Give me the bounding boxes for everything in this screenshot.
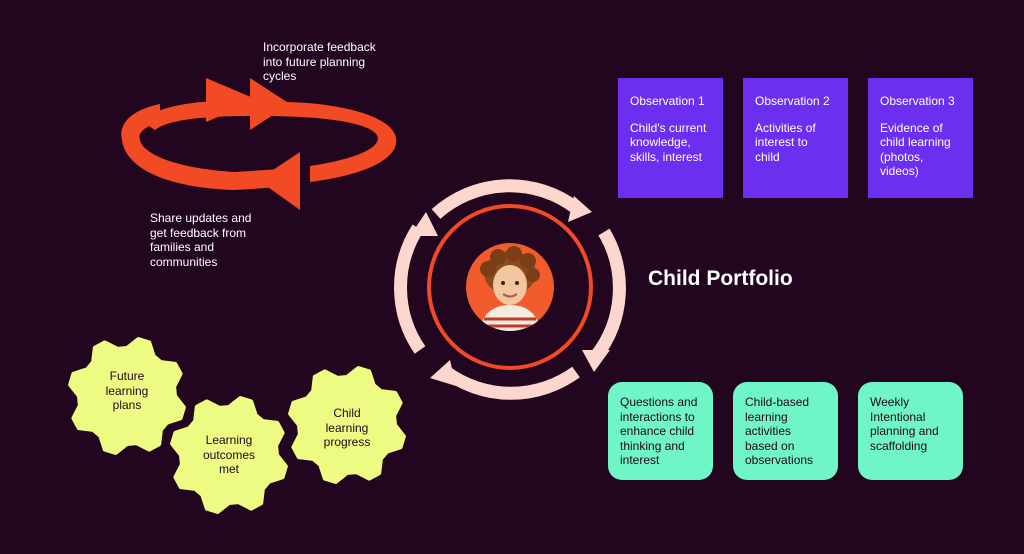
incorporate-feedback-note: Incorporate feedback into future plannin… bbox=[263, 40, 376, 83]
portfolio-cycle-ring-icon bbox=[394, 179, 626, 400]
gear-label-outcomes: Learning outcomes met bbox=[202, 433, 256, 476]
planning-card-activities: Child-based learning activities based on… bbox=[733, 382, 838, 480]
inner-orange-ring bbox=[427, 204, 593, 370]
gear-progress-icon bbox=[288, 366, 406, 484]
gear-label-progress: Child learning progress bbox=[323, 406, 371, 449]
observation-card-2: Observation 2 Activities of interest to … bbox=[743, 78, 848, 198]
observation-description: Evidence of child learning (photos, vide… bbox=[880, 120, 951, 179]
observation-card-3: Observation 3 Evidence of child learning… bbox=[868, 78, 973, 198]
child-portfolio-title: Child Portfolio bbox=[648, 267, 793, 290]
gear-label-future-plans: Future learning plans bbox=[105, 369, 149, 412]
child-photo-icon bbox=[466, 243, 554, 331]
gear-future-plans-icon bbox=[68, 337, 186, 455]
feedback-cycle-arrows-icon bbox=[121, 78, 397, 210]
ring-arrowheads-icon bbox=[410, 196, 610, 386]
observation-description: Activities of interest to child bbox=[755, 120, 816, 164]
planning-card-weekly: Weekly Intentional planning and scaffold… bbox=[858, 382, 963, 480]
observation-card-1: Observation 1 Child's current knowledge,… bbox=[618, 78, 723, 198]
gears-group bbox=[68, 337, 406, 514]
planning-card-questions: Questions and interactions to enhance ch… bbox=[608, 382, 713, 480]
gear-outcomes-icon bbox=[170, 396, 288, 514]
observation-title: Observation 1 bbox=[630, 94, 705, 108]
observation-title: Observation 2 bbox=[755, 94, 830, 108]
share-updates-note: Share updates and get feedback from fami… bbox=[150, 211, 252, 269]
observation-description: Child's current knowledge, skills, inter… bbox=[630, 120, 707, 164]
observation-title: Observation 3 bbox=[880, 94, 955, 108]
